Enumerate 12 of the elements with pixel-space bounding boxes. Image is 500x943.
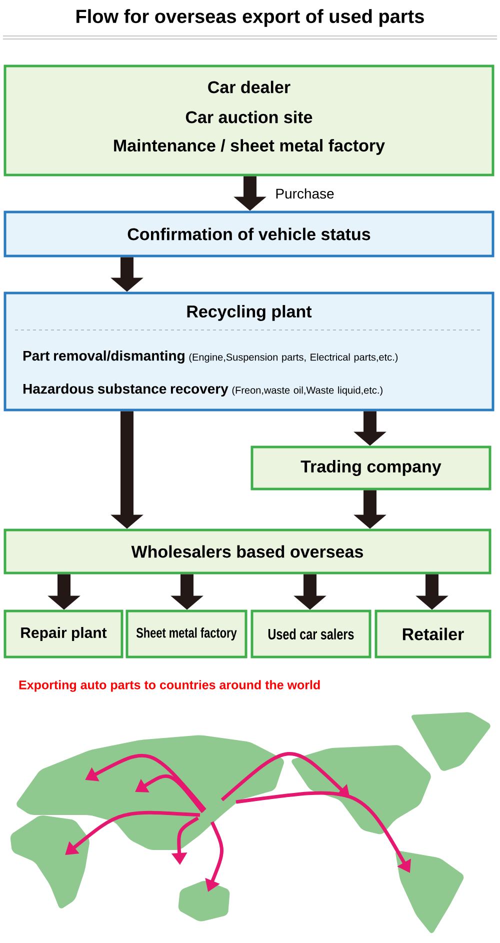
process-box: Repair plant (4, 610, 124, 658)
process-box: Used car salers (250, 610, 372, 658)
process-box: Recycling plant Part removal/dismanting (Engine,Suspension parts, Electrical parts,etc.) Hazardous substance recovery (Freon,waste oil,Waste liquid,etc.) (4, 292, 494, 412)
title: Flow for overseas export of used parts (76, 9, 424, 27)
process-box: Retailer (374, 610, 492, 658)
process-box: Wholesalers based overseas (4, 528, 492, 574)
process-box: Confirmation of vehicle status (4, 210, 494, 258)
process-box: Car dealer Car auction site Maintenance / sheet metal factory (4, 64, 494, 176)
caption: Exporting auto parts to countries around the world (19, 680, 320, 692)
process-box: Sheet metal factory (126, 610, 248, 658)
edge-label: Purchase (274, 187, 336, 200)
process-box: Trading company (250, 446, 492, 490)
